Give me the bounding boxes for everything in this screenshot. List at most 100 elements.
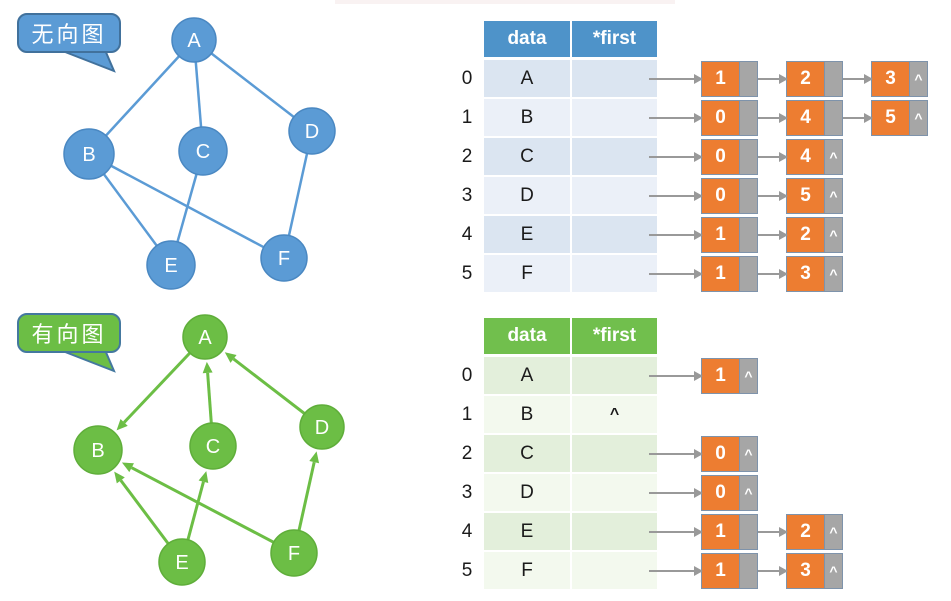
list-node-next-pointer (739, 553, 757, 588)
row-index: 5 (461, 559, 473, 581)
graph-edge-arrowhead-icon (309, 451, 320, 464)
first-pointer-cell (570, 255, 657, 292)
first-pointer-cell (570, 99, 657, 136)
graph-node-A (171, 17, 217, 63)
list-node-next-pointer (824, 61, 842, 96)
pointer-arrow-icon (758, 229, 788, 240)
first-pointer-cell (570, 60, 657, 97)
row-index: 2 (461, 145, 473, 167)
undirected-label-text: 无向图 (31, 22, 107, 47)
graph-node-label-C: C (196, 141, 210, 163)
first-pointer-cell (570, 357, 657, 394)
first-pointer-cell: ^ (570, 396, 657, 433)
pointer-arrow-icon (758, 73, 788, 84)
graph-node-D (288, 107, 336, 155)
graph-node-F (260, 234, 308, 282)
data-cell: B (484, 99, 570, 136)
list-node-value: 0 (702, 475, 739, 510)
row-index: 1 (461, 403, 473, 425)
pointer-arrow-icon (649, 448, 703, 459)
list-node-next-pointer: ^ (824, 553, 842, 588)
graph-node-C (189, 422, 237, 470)
list-node-value: 3 (872, 61, 909, 96)
row-index: 4 (461, 223, 473, 245)
pointer-arrow-icon (649, 73, 703, 84)
data-cell: F (484, 255, 570, 292)
graph-node-label-C: C (206, 436, 220, 458)
graph-node-label-B: B (82, 144, 95, 166)
list-node-next-pointer (739, 139, 757, 174)
list-node-value: 1 (702, 256, 739, 291)
list-node: 0 (701, 177, 758, 214)
graph-edge-arrowhead-icon (224, 352, 237, 363)
data-cell: B (484, 396, 570, 433)
row-index: 0 (461, 364, 473, 386)
list-node: 5^ (871, 99, 928, 136)
first-pointer-cell (570, 138, 657, 175)
graph-node-E (146, 240, 196, 290)
pointer-arrow-icon (758, 565, 788, 576)
pointer-arrow-icon (843, 73, 873, 84)
list-node-next-pointer (739, 178, 757, 213)
list-node-value: 5 (787, 178, 824, 213)
column-header-first: *first (570, 21, 657, 57)
pointer-arrow-icon (649, 487, 703, 498)
list-node: 0^ (701, 474, 758, 511)
list-node: 0 (701, 138, 758, 175)
pointer-arrow-icon (758, 268, 788, 279)
list-node-next-pointer: ^ (824, 514, 842, 549)
list-node-next-pointer: ^ (824, 217, 842, 252)
list-node-value: 0 (702, 178, 739, 213)
pointer-arrow-icon (758, 112, 788, 123)
list-node-value: 1 (702, 553, 739, 588)
graph-edge-arrowhead-icon (198, 471, 209, 484)
graph-node-label-F: F (288, 543, 300, 565)
row-index: 3 (461, 184, 473, 206)
first-pointer-cell (570, 474, 657, 511)
list-node-next-pointer: ^ (824, 256, 842, 291)
list-node-value: 4 (787, 100, 824, 135)
list-node: 1^ (701, 357, 758, 394)
graph-node-label-A: A (198, 327, 212, 349)
list-node-next-pointer (739, 217, 757, 252)
list-node-next-pointer: ^ (739, 475, 757, 510)
row-index: 4 (461, 520, 473, 542)
list-node-value: 2 (787, 61, 824, 96)
list-node: 3^ (871, 60, 928, 97)
directed-label-text: 有向图 (31, 322, 107, 347)
list-node-next-pointer (739, 61, 757, 96)
pointer-arrow-icon (758, 190, 788, 201)
graph-node-label-D: D (315, 417, 329, 439)
graph-edge-F-B (130, 466, 295, 555)
list-node-value: 1 (702, 61, 739, 96)
pointer-arrow-icon (649, 565, 703, 576)
directed-label-bubble: 有向图 (17, 313, 121, 353)
list-node: 1 (701, 60, 758, 97)
graph-node-A (182, 314, 228, 360)
list-node: 4 (786, 99, 843, 136)
table-header-row: data*first (484, 21, 928, 57)
list-node: 3^ (786, 552, 843, 589)
column-header-data: data (484, 21, 570, 57)
row-index: 5 (461, 262, 473, 284)
column-header-data: data (484, 318, 570, 354)
list-node-next-pointer (824, 100, 842, 135)
list-node-next-pointer: ^ (909, 100, 927, 135)
list-node: 2^ (786, 513, 843, 550)
list-node-value: 5 (872, 100, 909, 135)
list-node-value: 1 (702, 514, 739, 549)
list-node: 3^ (786, 255, 843, 292)
column-header-first: *first (570, 318, 657, 354)
list-node-next-pointer: ^ (909, 61, 927, 96)
first-pointer-cell (570, 513, 657, 550)
list-node-value: 0 (702, 436, 739, 471)
pointer-arrow-icon (649, 268, 703, 279)
pointer-arrow-icon (649, 112, 703, 123)
list-node-next-pointer (739, 100, 757, 135)
list-node-value: 3 (787, 256, 824, 291)
